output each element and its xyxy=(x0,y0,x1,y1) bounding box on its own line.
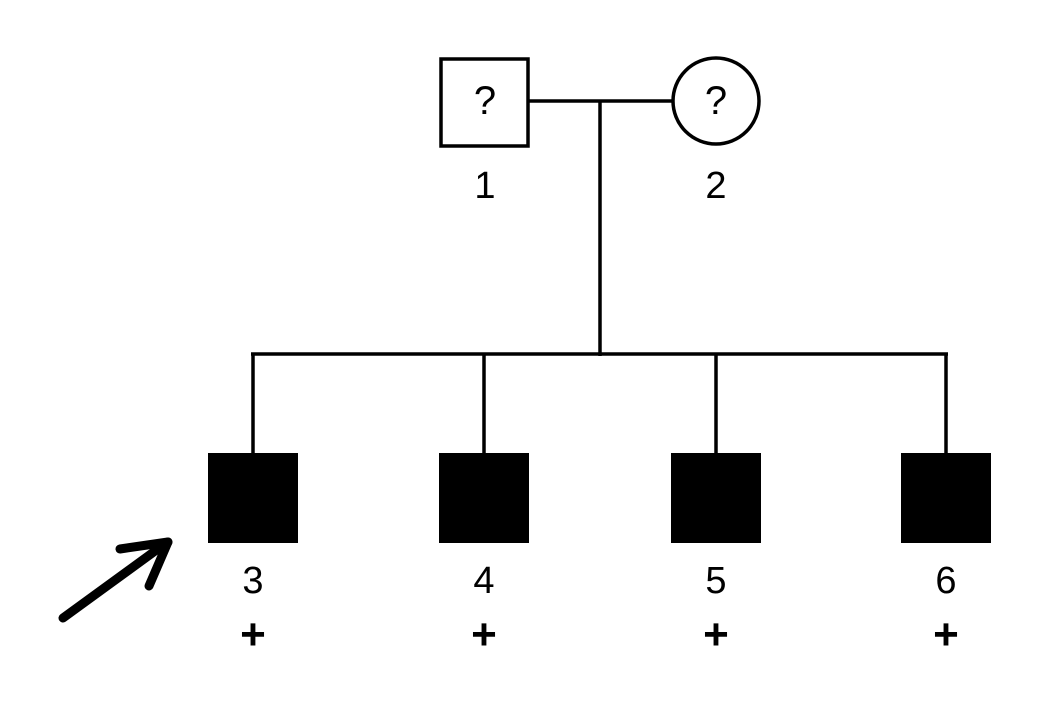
proband-arrow-icon xyxy=(58,537,173,623)
individual-6-square[interactable] xyxy=(901,453,991,543)
individual-3-square[interactable] xyxy=(208,453,298,543)
individual-5-square[interactable] xyxy=(671,453,761,543)
individual-2-circle[interactable] xyxy=(671,56,761,146)
individual-1-square[interactable] xyxy=(439,57,530,148)
individual-4-square[interactable] xyxy=(439,453,529,543)
